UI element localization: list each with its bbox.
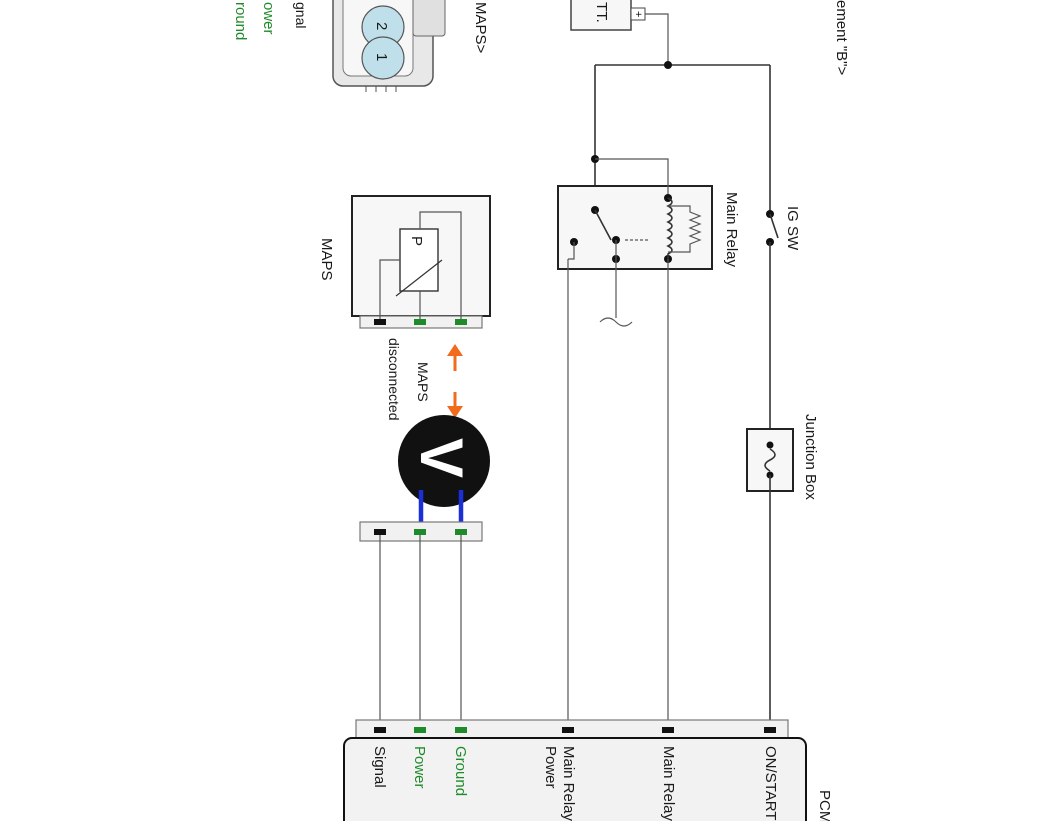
battery-plus: + [632,11,644,17]
maps-pin-ground [455,319,467,325]
pcm-label-main-relay-power-1: Main Relay [560,746,577,821]
sensor-connector-view: 2 1 MAPS> [332,0,489,92]
relay-to-pcm-wiring [567,259,669,727]
sensor-pin-2-label: 2 [373,22,390,30]
sensor-pin-1 [361,36,405,80]
ig-switch: IG SW [766,206,801,440]
battery-wiring [594,13,771,214]
maps-symbol: P [408,236,425,246]
pcm-pin-signal [374,727,386,733]
battery-label: TT. [593,2,610,23]
pcm-pin-on-start [764,727,776,733]
junction-box-label: Junction Box [802,414,819,500]
main-relay: Main Relay [557,155,740,327]
main-relay-label: Main Relay [723,192,740,268]
disconnect-line1: MAPS [415,362,431,402]
pcm-pin-ground [455,727,467,733]
pcm-pin-power [414,727,426,733]
maps-pin-power [414,319,426,325]
sensor-pin-1-label: 1 [373,53,390,61]
element-title: ement "B"> [833,0,850,76]
pcm-pin-main-relay [662,727,674,733]
pcm-label-on-start: ON/START [762,746,779,820]
pcm-pin-main-relay-power [562,727,574,733]
pcm-label-ground: Ground [452,746,469,796]
battery: TT. + [570,0,646,31]
voltmeter-symbol: V [408,438,475,478]
ig-switch-label: IG SW [784,206,801,251]
voltmeter: V [398,415,490,531]
pcm-label: PCM [816,790,833,821]
legend-signal-label: gnal [293,2,309,28]
maps-label: MAPS [318,238,335,281]
junction-box: Junction Box [746,414,819,724]
harness-connector [359,521,483,727]
pcm-label-power: Power [411,746,428,789]
disconnect-indicator: MAPS disconnected [386,338,463,421]
legend-power-label: ower [260,2,277,35]
pcm-label-main-relay-power-2: Power [542,746,559,789]
disconnect-line2: disconnected [386,338,402,421]
sensor-view-label: MAPS> [472,2,489,54]
pcm-label-main-relay: Main Relay [660,746,677,821]
pcm-label-signal: Signal [371,746,388,788]
legend: gnal ower round [232,2,309,40]
pcm-module: Signal Power Ground Main Relay Power Mai… [343,719,833,821]
legend-ground-label: round [232,2,249,40]
maps-sensor: P MAPS [318,195,491,329]
